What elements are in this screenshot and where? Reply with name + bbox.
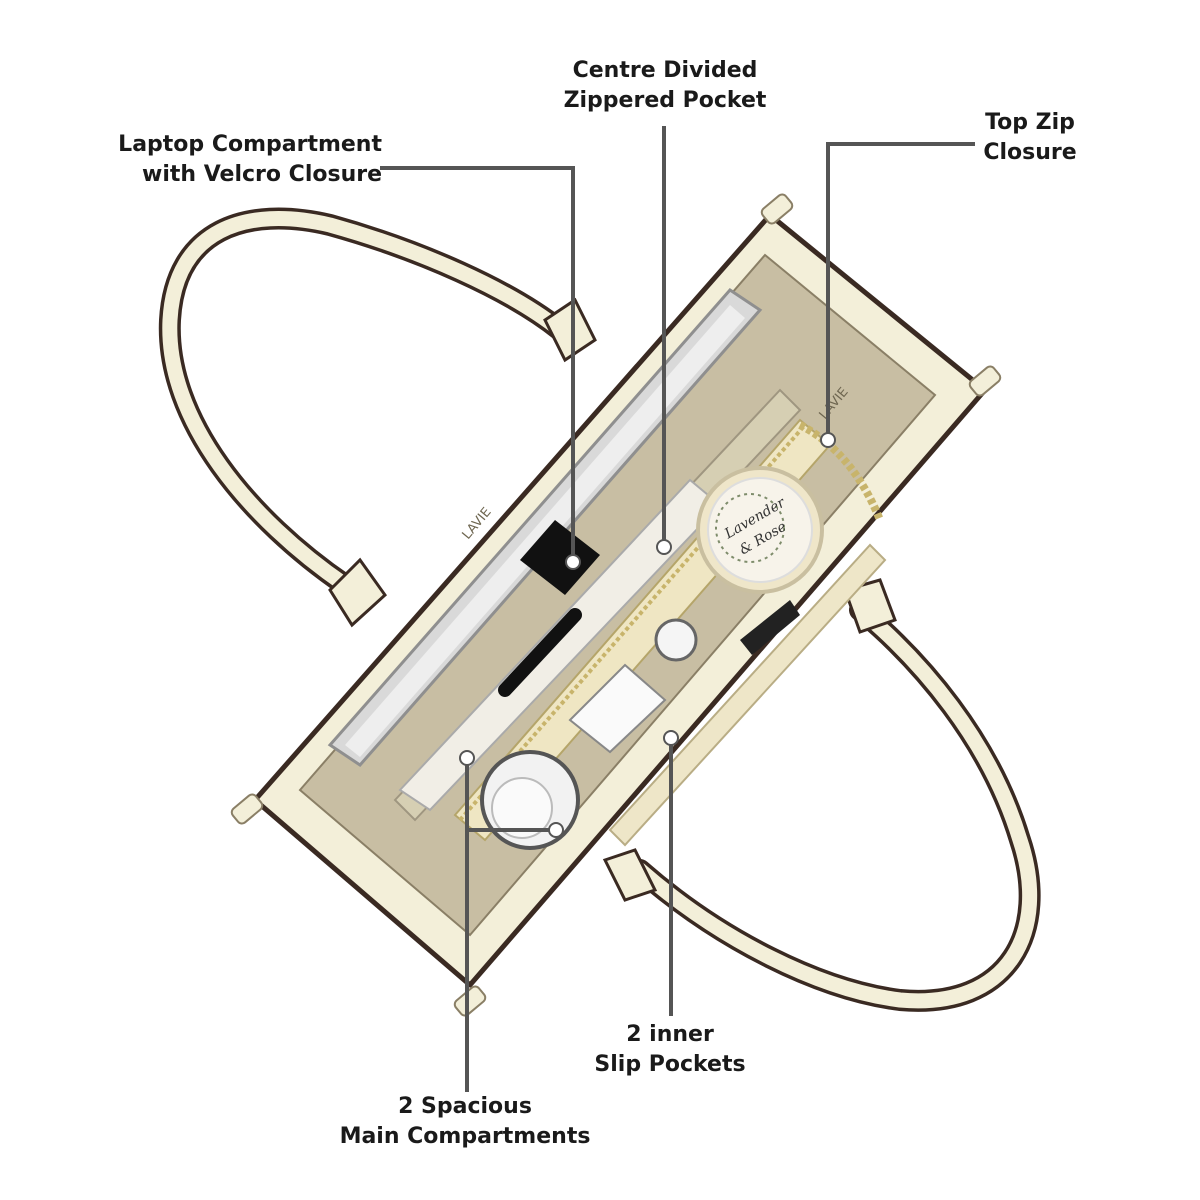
callout-main-compartments: 2 Spacious Main Compartments [320,1092,610,1152]
callout-inner-line2: Slip Pockets [594,1052,746,1077]
callout-laptop-line2: with Velcro Closure [142,162,382,187]
top-zip [798,421,884,522]
callout-inner-line1: 2 inner [626,1022,714,1047]
callout-centre-pocket: Centre Divided Zippered Pocket [540,56,790,116]
callout-main-line2: Main Compartments [339,1124,591,1149]
handle-tab [328,557,387,628]
lipstick-box [568,663,667,754]
callout-topzip-line2: Closure [983,140,1077,165]
leader-topzip [826,142,975,438]
pen [498,608,582,697]
leader-laptop [380,166,575,560]
velcro-strap [520,520,600,595]
handle-tab [543,297,597,363]
callout-centre-line2: Zippered Pocket [563,88,767,113]
cosmetic-jar: Lavender & Rose [696,466,824,594]
leader-dots [459,432,836,838]
callout-topzip-line1: Top Zip [985,110,1075,135]
water-bottle [480,750,580,850]
handle-tab [843,578,897,634]
callout-centre-line1: Centre Divided [572,58,758,83]
handle-tab [602,848,658,902]
callout-laptop-line1: Laptop Compartment [118,132,382,157]
callout-main-line1: 2 Spacious [398,1094,532,1119]
leader-lines [380,126,975,1092]
callout-slip-pockets: 2 inner Slip Pockets [570,1020,770,1080]
phone [740,600,800,655]
small-bottle-cap [654,618,698,662]
callout-top-zip: Top Zip Closure [960,108,1100,168]
slip-pocket [608,543,887,847]
callout-laptop-compartment: Laptop Compartment with Velcro Closure [100,130,382,190]
